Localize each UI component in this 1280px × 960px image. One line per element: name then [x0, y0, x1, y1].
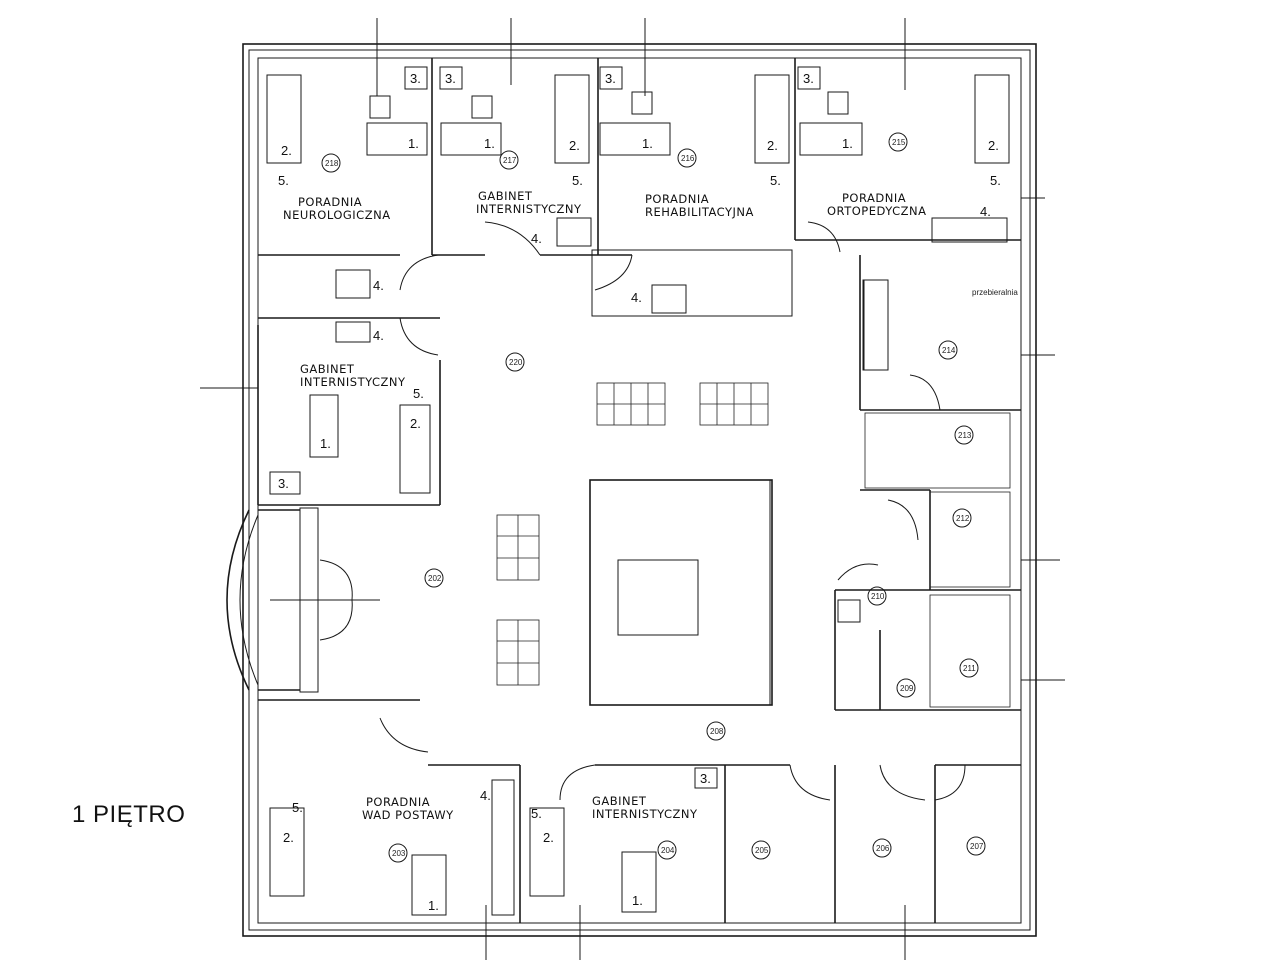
furniture-number: 3. [410, 71, 421, 86]
furniture-numbers: 3. 3. 3. 3. 3. 3. 1. 1. 1. 1. 1. 1. 1. 2… [269, 66, 1001, 913]
top-rooms-walls [258, 58, 1021, 356]
room-name-216-line1: PORADNIA [645, 192, 709, 206]
room-number-209: 209 [900, 684, 914, 693]
waiting-seats [496, 382, 769, 686]
room-name-204-line2: INTERNISTYCZNY [592, 807, 698, 821]
room-name-203-line2: WAD POSTAWY [362, 808, 454, 822]
room-furniture [266, 74, 1010, 916]
room-number-217: 217 [503, 156, 517, 165]
room-number-207: 207 [970, 842, 984, 851]
room-name-215-line2: ORTOPEDYCZNA [827, 204, 926, 218]
furniture-number: 2. [543, 830, 554, 845]
furniture-number: 4. [373, 278, 384, 293]
room-name-218-line1: PORADNIA [298, 195, 362, 209]
bottom-rooms-walls [258, 699, 1021, 923]
exterior-walls [242, 43, 1037, 937]
room-number-206: 206 [876, 844, 890, 853]
room-number-203: 203 [392, 849, 406, 858]
furniture-number: 1. [484, 136, 495, 151]
entrance-bay [226, 507, 380, 693]
furniture-number: 2. [988, 138, 999, 153]
furniture-number: 5. [278, 173, 289, 188]
room-number-220: 220 [509, 358, 523, 367]
furniture-number: 1. [428, 898, 439, 913]
left-room-walls [200, 325, 441, 506]
room-name-217-line1: GABINET [478, 189, 533, 203]
room-name-218-line2: NEUROLOGICZNA [283, 208, 391, 222]
room-name-215-line1: PORADNIA [842, 191, 906, 205]
furniture-number: 3. [803, 71, 814, 86]
room-number-214: 214 [942, 346, 956, 355]
furniture-number: 2. [767, 138, 778, 153]
room-number-204: 204 [661, 846, 675, 855]
staircase [589, 479, 773, 706]
room-number-216: 216 [681, 154, 695, 163]
room-name-203-line1: PORADNIA [366, 795, 430, 809]
room-labels: PORADNIA NEUROLOGICZNA GABINET INTERNIST… [283, 189, 1018, 822]
furniture-number: 2. [410, 416, 421, 431]
room-numbers: 218 217 216 215 214 213 212 211 210 209 … [321, 132, 986, 863]
furniture-number: 4. [980, 204, 991, 219]
furniture-number: 5. [292, 800, 303, 815]
room-number-218: 218 [325, 159, 339, 168]
furniture-number: 1. [632, 893, 643, 908]
room-number-208: 208 [710, 727, 724, 736]
room-number-210: 210 [871, 592, 885, 601]
furniture-number: 5. [572, 173, 583, 188]
dimension-ticks [376, 18, 906, 960]
furniture-number: 4. [373, 328, 384, 343]
furniture-number: 5. [990, 173, 1001, 188]
furniture-number: 4. [480, 788, 491, 803]
furniture-number: 3. [445, 71, 456, 86]
room-name-217-line2: INTERNISTYCZNY [476, 202, 582, 216]
furniture-number: 2. [281, 143, 292, 158]
furniture-number: 1. [320, 436, 331, 451]
room-number-202: 202 [428, 574, 442, 583]
room-number-212: 212 [956, 514, 970, 523]
room-number-205: 205 [755, 846, 769, 855]
room-name-219-line1: GABINET [300, 362, 355, 376]
furniture-number: 3. [605, 71, 616, 86]
furniture-number: 3. [278, 476, 289, 491]
furniture-number: 5. [413, 386, 424, 401]
room-note-214: przebieralnia [972, 288, 1018, 297]
room-number-211: 211 [963, 664, 976, 673]
floor-label: 1 PIĘTRO [72, 801, 186, 828]
furniture-number: 2. [283, 830, 294, 845]
furniture-number: 2. [569, 138, 580, 153]
furniture-number: 4. [531, 231, 542, 246]
furniture-number: 5. [531, 806, 542, 821]
right-rooms-walls [834, 197, 1065, 711]
room-name-216-line2: REHABILITACYJNA [645, 205, 754, 219]
furniture-number: 5. [770, 173, 781, 188]
room-number-213: 213 [958, 431, 972, 440]
room-number-215: 215 [892, 138, 906, 147]
room-name-204-line1: GABINET [592, 794, 647, 808]
furniture-number: 3. [700, 771, 711, 786]
furniture-number: 1. [842, 136, 853, 151]
furniture-number: 1. [642, 136, 653, 151]
furniture-number: 1. [408, 136, 419, 151]
room-name-219-line2: INTERNISTYCZNY [300, 375, 406, 389]
furniture-number: 4. [631, 290, 642, 305]
